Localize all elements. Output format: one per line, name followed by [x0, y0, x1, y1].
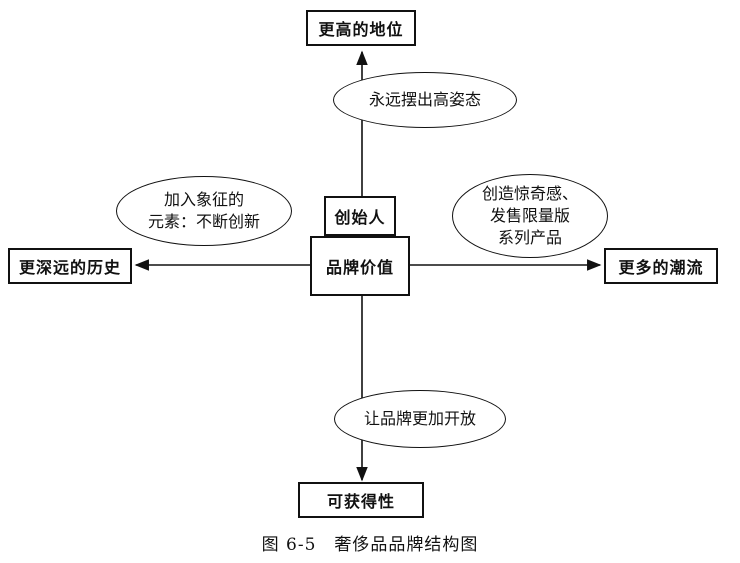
- founder-node: 创始人: [324, 196, 396, 236]
- center-node-label: 品牌价值: [325, 258, 394, 277]
- strategy-ellipse-bottom: 让品牌更加开放: [334, 390, 506, 448]
- strategy-right-line-3: 系列产品: [497, 228, 562, 247]
- right-node-more-trends: 更多的潮流: [604, 248, 718, 284]
- bottom-node-accessibility: 可获得性: [298, 482, 424, 518]
- bottom-node-label: 可获得性: [326, 492, 395, 511]
- strategy-ellipse-left: 加入象征的 元素：不断创新: [116, 176, 292, 246]
- strategy-left-line-2: 元素：不断创新: [147, 212, 260, 231]
- figure-caption: 图 6-5 奢侈品品牌结构图: [0, 530, 740, 555]
- right-node-label: 更多的潮流: [618, 258, 704, 277]
- strategy-ellipse-top: 永远摆出高姿态: [333, 72, 517, 128]
- figure-title: 奢侈品品牌结构图: [334, 535, 479, 555]
- strategy-bottom-line-1: 让品牌更加开放: [363, 409, 476, 428]
- left-node-deeper-history: 更深远的历史: [8, 248, 132, 284]
- left-node-label: 更深远的历史: [18, 258, 121, 277]
- strategy-ellipse-right: 创造惊奇感、 发售限量版 系列产品: [452, 174, 608, 258]
- top-node-label: 更高的地位: [318, 20, 404, 39]
- figure-number: 图 6-5: [261, 535, 317, 555]
- top-node-higher-status: 更高的地位: [306, 10, 416, 46]
- strategy-right-line-1: 创造惊奇感、: [481, 184, 578, 203]
- strategy-right-line-2: 发售限量版: [489, 206, 570, 225]
- strategy-top-line-1: 永远摆出高姿态: [368, 90, 481, 109]
- strategy-left-line-1: 加入象征的: [163, 190, 244, 209]
- center-node-brand-value: 品牌价值: [310, 236, 410, 296]
- founder-node-label: 创始人: [334, 208, 386, 227]
